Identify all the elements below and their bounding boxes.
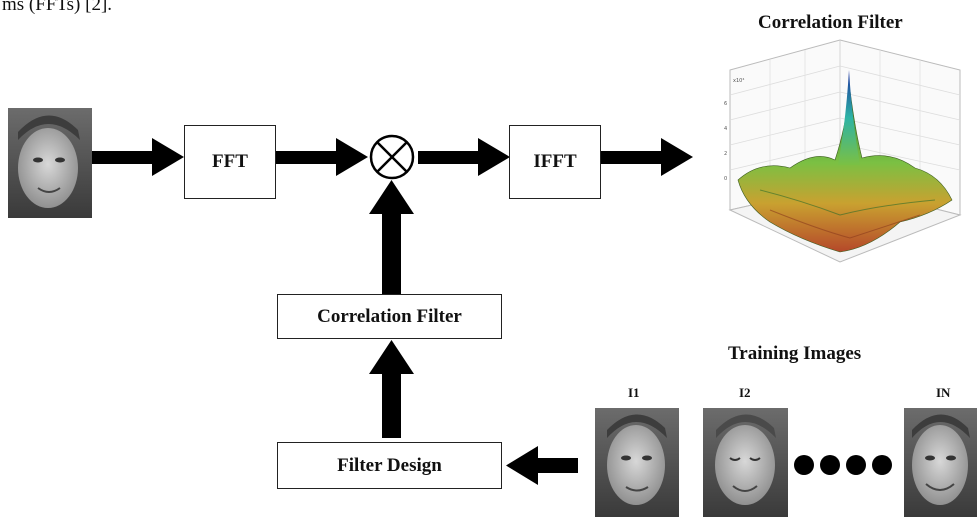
training-label-n: IN [936,385,951,400]
output-plot-title: Correlation Filter [758,12,903,33]
arrow-multiplier-to-ifft [418,138,510,176]
training-face-image-2 [703,408,788,517]
arrow-ifft-to-output [601,138,693,176]
ifft-block: IFFT [509,125,601,199]
arrow-correlation-filter-to-multiplier [369,180,414,294]
svg-text:4: 4 [724,126,727,132]
svg-text:0: 0 [724,176,727,182]
correlation-surface-plot: x10⁴ 6 4 2 0 [724,39,962,263]
arrow-filter-design-to-correlation-filter [369,340,414,438]
multiplier-icon [369,134,415,180]
svg-text:6: 6 [724,101,727,107]
training-face-image-1 [595,408,679,517]
arrow-training-to-filter-design [506,446,578,485]
training-label-1: I1 [628,385,640,400]
correlation-filter-block: Correlation Filter [277,294,502,339]
caption-fragment: ms (FFTs) [2]. [2,0,113,15]
training-face-image-n [904,408,977,517]
arrow-fft-to-multiplier [276,138,368,176]
ellipsis-dots [794,455,892,475]
input-face-image [8,108,92,218]
fft-block: FFT [184,125,276,199]
training-label-2: I2 [739,385,751,400]
svg-text:2: 2 [724,151,727,157]
arrow-input-to-fft [92,138,184,176]
svg-text:x10⁴: x10⁴ [733,78,744,84]
training-images-title: Training Images [728,343,862,364]
filter-design-block: Filter Design [277,442,502,489]
